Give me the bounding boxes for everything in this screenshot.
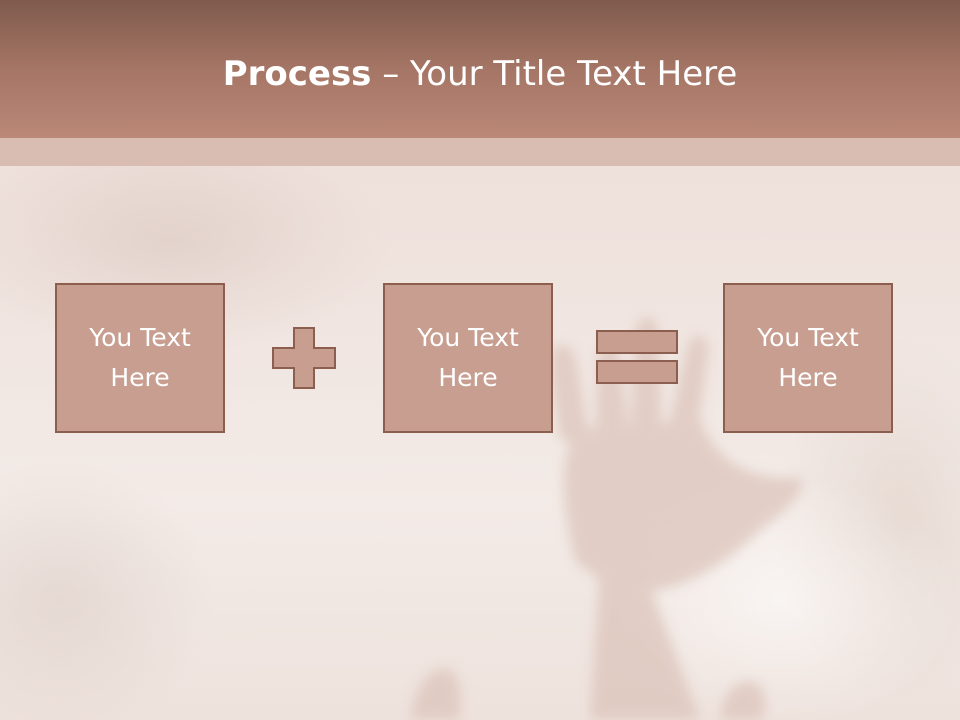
- process-box-3-text: You Text Here: [757, 323, 859, 392]
- process-box-1-text: You Text Here: [89, 323, 191, 392]
- process-box-3[interactable]: You Text Here: [723, 283, 893, 433]
- process-box-2[interactable]: You Text Here: [383, 283, 553, 433]
- equals-icon: [596, 330, 678, 384]
- title-bar: [0, 0, 960, 138]
- title-bold-text: Process: [222, 54, 372, 94]
- process-box-2-text: You Text Here: [417, 323, 519, 392]
- title-underline-band: [0, 138, 960, 166]
- slide-title[interactable]: Process – Your Title Text Here: [0, 52, 960, 96]
- process-box-1[interactable]: You Text Here: [55, 283, 225, 433]
- title-rest-text: – Your Title Text Here: [371, 54, 738, 94]
- plus-icon: [272, 327, 336, 389]
